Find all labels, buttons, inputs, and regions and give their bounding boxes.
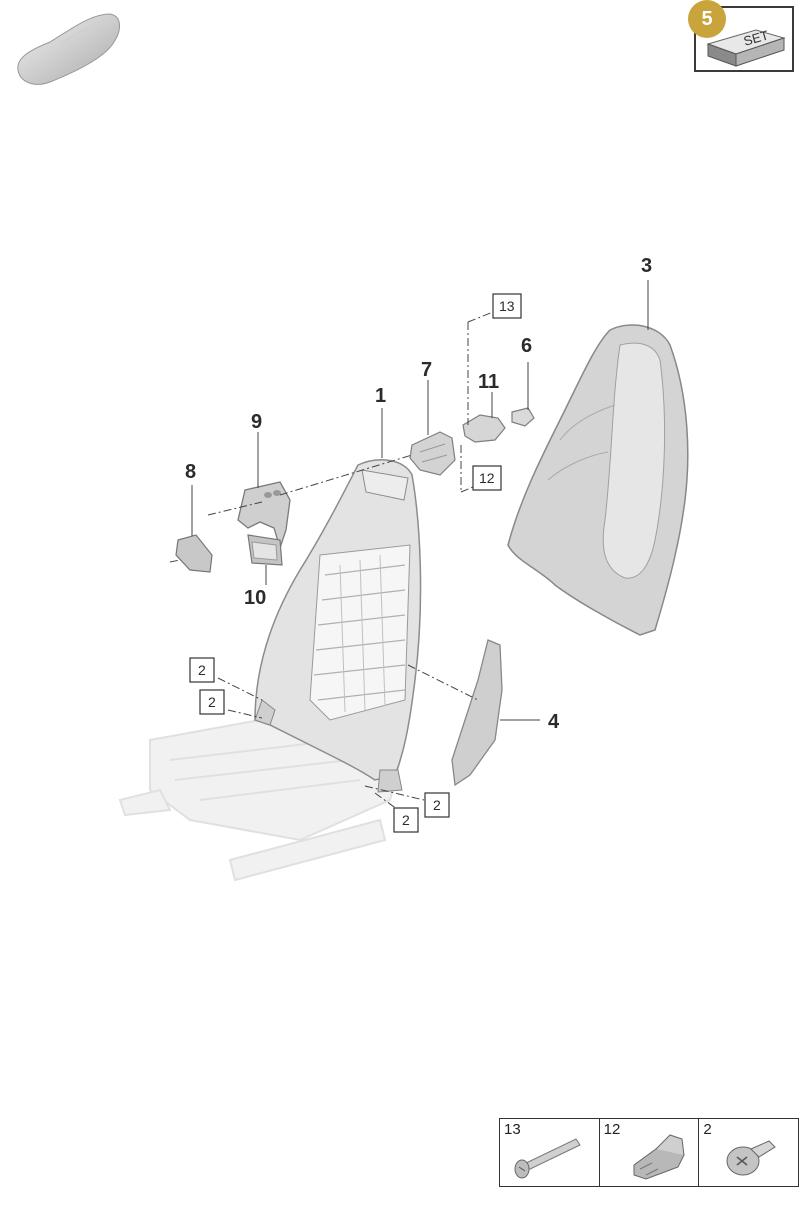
bolt-icon: [514, 1138, 581, 1179]
parts-cell-number: 12: [603, 1121, 621, 1138]
clip-icon: [633, 1134, 685, 1180]
parts-cell-2[interactable]: 2: [699, 1119, 798, 1186]
boxed-ref-13: 13: [499, 298, 515, 314]
boxed-ref-2-c: 2: [433, 797, 441, 813]
boxed-ref-2-d: 2: [402, 812, 410, 828]
boxed-ref-2-a: 2: [198, 662, 206, 678]
housing-part-10[interactable]: [247, 534, 283, 566]
backrest-frame-part[interactable]: [254, 459, 422, 793]
boxed-ref-2-b: 2: [208, 694, 216, 710]
callouts: 1 3 4 6 7 8 9 10 11: [185, 255, 652, 733]
parts-cell-number: 2: [703, 1121, 712, 1138]
callout-1: 1: [375, 385, 386, 407]
bracket-part-7[interactable]: [409, 431, 456, 476]
small-parts-table: 13 12 2: [499, 1118, 799, 1187]
boxed-ref-12: 12: [479, 470, 495, 486]
callout-4: 4: [548, 711, 560, 733]
boxed-refs: 13 12 2 2 2 2: [189, 293, 522, 833]
callout-3: 3: [641, 255, 652, 277]
parts-cell-13[interactable]: 13: [500, 1119, 600, 1186]
clip-part-6[interactable]: [511, 407, 535, 427]
callout-11: 11: [478, 371, 499, 393]
seat-base-ghost: [118, 718, 402, 882]
cover-plate-part-8[interactable]: [175, 534, 213, 573]
parts-cell-12[interactable]: 12: [600, 1119, 700, 1186]
callout-6: 6: [521, 335, 532, 357]
set-label: SET: [742, 27, 770, 48]
callout-7: 7: [421, 359, 432, 381]
callout-8: 8: [185, 461, 196, 483]
screw-icon: [726, 1140, 777, 1176]
parts-cell-number: 13: [504, 1121, 521, 1138]
callout-9: 9: [251, 411, 262, 433]
callout-10: 10: [244, 587, 266, 609]
car-thumbnail-icon[interactable]: [10, 8, 125, 88]
set-block-icon: SET: [706, 27, 786, 67]
bracket-part-11[interactable]: [462, 414, 506, 443]
leader-lines: [169, 280, 649, 816]
backrest-shell-part[interactable]: [507, 324, 689, 636]
set-count-badge: 5: [688, 0, 726, 38]
side-trim-part[interactable]: [451, 639, 503, 787]
headrest-guide-part-9[interactable]: [237, 481, 291, 551]
